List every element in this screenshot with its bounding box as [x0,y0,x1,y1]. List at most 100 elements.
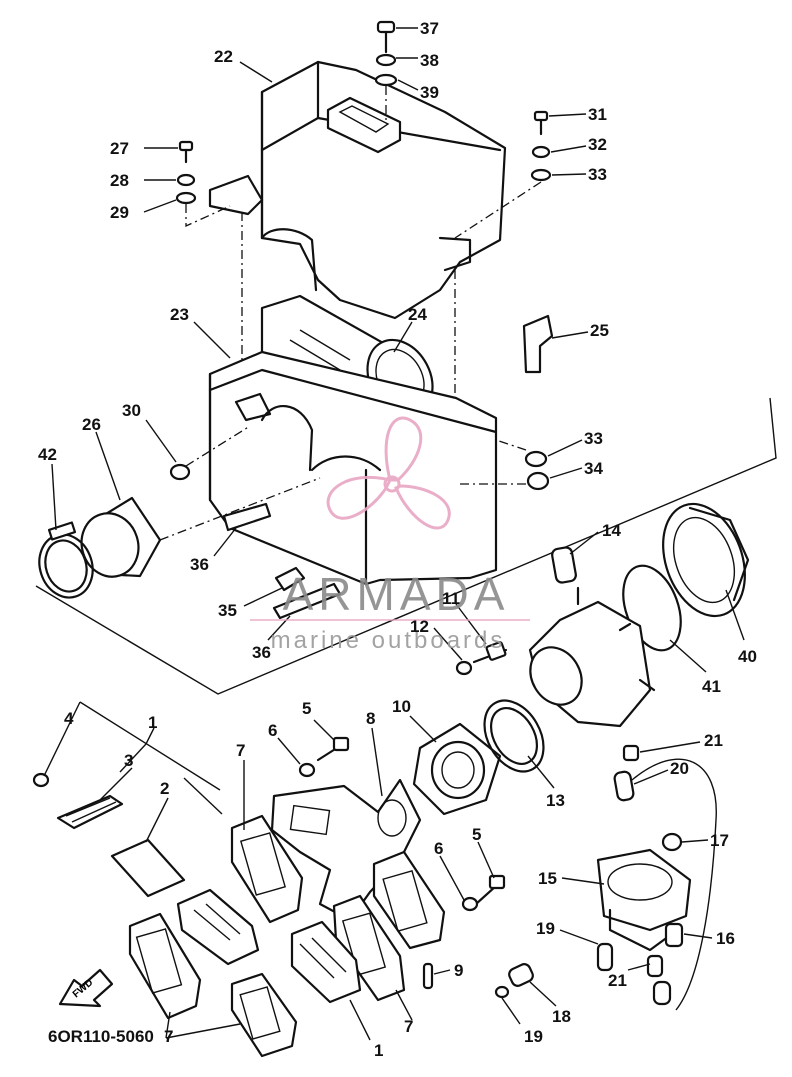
label-14: 14 [602,521,621,540]
label-19-lower: 19 [524,1027,543,1046]
label-36-upper: 36 [190,555,209,574]
label-24: 24 [408,305,427,324]
label-41: 41 [702,677,721,696]
label-20: 20 [670,759,689,778]
reed-block-1-upper [176,888,260,966]
reed-valve-upper [32,772,186,898]
watermark-logo: ARMADA marine outboards [250,416,530,654]
label-25: 25 [590,321,609,340]
hose-end-21 [652,980,672,1006]
label-23: 23 [170,305,189,324]
fitting-16 [664,922,684,948]
label-12: 12 [410,617,429,636]
carb-joint-10 [412,722,502,816]
flange-40 [662,502,750,618]
pad-36-upper [222,502,272,532]
label-28: 28 [110,171,129,190]
bolt-5-6-lower [461,874,506,912]
label-32: 32 [588,135,607,154]
label-6-upper: 6 [268,721,277,740]
label-16: 16 [716,929,735,948]
gasket-41 [622,564,682,652]
fitting-21-bottom [646,954,664,978]
propeller-icon [326,416,451,530]
gasket-7-upper [230,814,304,924]
label-21-upper: 21 [704,731,723,750]
screw-17 [661,832,683,852]
gasket-7-bottom [230,972,298,1058]
assembly-frame [35,397,777,695]
gasket-6-plate [372,850,446,950]
label-29: 29 [110,203,129,222]
label-6-lower: 6 [434,839,443,858]
label-1-lower: 1 [374,1041,383,1060]
pin-9 [422,962,434,990]
label-1-upper: 1 [148,713,157,732]
cover-bolt-stack [374,20,398,124]
label-13: 13 [546,791,565,810]
label-38: 38 [420,51,439,70]
hose-19-upper [596,942,614,972]
label-26: 26 [82,415,101,434]
label-22: 22 [214,47,233,66]
label-11: 11 [442,589,460,608]
label-3: 3 [124,751,133,770]
nuts-33-34 [456,439,550,491]
label-31: 31 [588,105,607,124]
label-30: 30 [122,401,141,420]
label-33-lower: 33 [584,429,603,448]
label-27: 27 [110,139,129,158]
label-10: 10 [392,697,411,716]
leader-lines [43,27,745,1041]
intake-boot-26 [80,477,321,578]
hose-clamp-42 [38,521,94,599]
fitting-21-top [622,744,640,762]
bolt-group-right [454,110,552,239]
fwd-arrow-icon: FWD [58,968,114,1008]
label-15: 15 [538,869,557,888]
label-37: 37 [420,19,439,38]
intake-manifold [528,586,656,728]
silencer-housing [208,350,498,586]
hose-18 [508,963,534,987]
label-5-lower: 5 [472,825,481,844]
label-9: 9 [454,961,463,980]
diagram-code-suffix: 7 [164,1027,173,1046]
watermark-tagline: marine outboards [271,627,506,654]
label-36-lower: 36 [252,643,271,662]
label-2: 2 [160,779,169,798]
label-18: 18 [552,1007,571,1026]
pipe-14 [551,546,577,584]
label-19-upper: 19 [536,919,555,938]
label-39: 39 [420,83,439,102]
label-34: 34 [584,459,603,478]
label-40: 40 [738,647,757,666]
bolt-group-left [175,140,231,228]
clamp-13 [483,699,545,773]
label-17: 17 [710,831,729,850]
label-7-upper: 7 [236,741,245,760]
label-33-upper: 33 [588,165,607,184]
label-8: 8 [366,709,375,728]
gasket-7-lower-left [128,912,202,1020]
label-21-lower: 21 [608,971,627,990]
tube-20 [613,770,635,802]
pads-35-36 [272,566,342,620]
bolt-11-12 [455,641,508,676]
label-35: 35 [218,601,237,620]
label-42: 42 [38,445,57,464]
bolt-5-6-upper [298,736,350,778]
silencer-cover [208,60,507,320]
clip-19 [494,985,510,999]
watermark-brand: ARMADA [283,568,510,620]
reed-block-1-lower [290,920,362,1004]
label-7-lower: 7 [404,1017,413,1036]
label-5-upper: 5 [302,699,311,718]
label-4: 4 [64,709,74,728]
rubber-seal-25 [522,314,554,374]
diagram-code: 6OR110-5060 [48,1027,154,1046]
reed-manifold-8 [270,778,422,922]
nut-30 [169,425,251,481]
